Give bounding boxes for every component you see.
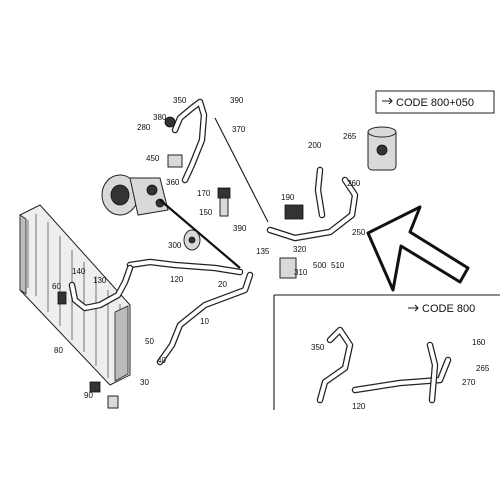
compressor xyxy=(101,174,169,216)
label-135: 135 xyxy=(256,247,270,256)
pipe-10 xyxy=(156,271,254,366)
code-box-main: CODE 800+050 xyxy=(375,90,495,114)
inset-label-160: 160 xyxy=(472,338,486,347)
label-120: 120 xyxy=(170,275,184,284)
code-main-text: CODE 800+050 xyxy=(396,97,474,109)
label-300: 300 xyxy=(168,241,182,250)
label-50: 50 xyxy=(145,337,154,346)
pipe-120 xyxy=(126,258,244,276)
code-arrow-icon xyxy=(382,97,393,105)
inset-label-265: 265 xyxy=(476,364,490,373)
label-170: 170 xyxy=(197,189,211,198)
label-350: 350 xyxy=(173,96,187,105)
sensor-150 xyxy=(217,187,231,217)
label-390b: 390 xyxy=(233,224,247,233)
label-10: 10 xyxy=(200,317,209,326)
label-280: 280 xyxy=(137,123,151,132)
bracket-320 xyxy=(279,257,297,279)
receiver-dryer xyxy=(367,126,397,171)
label-265: 265 xyxy=(343,132,357,141)
big-arrow-icon xyxy=(366,205,470,292)
bolt-60 xyxy=(57,291,67,305)
label-90: 90 xyxy=(84,391,93,400)
label-40: 40 xyxy=(157,356,166,365)
label-130: 130 xyxy=(93,276,107,285)
label-360: 360 xyxy=(166,178,180,187)
inset-label-120: 120 xyxy=(352,402,366,411)
bolt-90 xyxy=(89,381,119,409)
label-390: 390 xyxy=(230,96,244,105)
label-190: 190 xyxy=(281,193,295,202)
label-150: 150 xyxy=(199,208,213,217)
label-30: 30 xyxy=(140,378,149,387)
inset-frame: CODE 800 xyxy=(273,294,500,410)
part-380 xyxy=(164,116,176,128)
code-inset-text: CODE 800 xyxy=(422,303,475,315)
label-80: 80 xyxy=(54,346,63,355)
label-320: 320 xyxy=(293,245,307,254)
pipe-350 xyxy=(171,98,208,184)
inset-pipes xyxy=(316,326,452,404)
part-360 xyxy=(167,154,183,168)
inset-label-350: 350 xyxy=(311,343,325,352)
label-260: 260 xyxy=(347,179,361,188)
pipe-250 xyxy=(266,166,359,242)
pipe-loop-left xyxy=(68,264,134,312)
label-140: 140 xyxy=(72,267,86,276)
inset-label-270: 270 xyxy=(462,378,476,387)
label-250: 250 xyxy=(352,228,366,237)
switch-190 xyxy=(284,204,304,220)
label-380: 380 xyxy=(153,113,167,122)
label-310: 310 xyxy=(294,268,308,277)
label-200: 200 xyxy=(308,141,322,150)
label-370: 370 xyxy=(232,125,246,134)
label-500: 500 xyxy=(313,261,327,270)
leader-line-2 xyxy=(214,117,269,223)
label-450: 450 xyxy=(146,154,160,163)
inset-code-arrow-icon xyxy=(408,304,419,312)
valve-300 xyxy=(183,229,201,251)
label-510: 510 xyxy=(331,261,345,270)
label-60: 60 xyxy=(52,282,61,291)
leader-line xyxy=(159,199,241,269)
label-20: 20 xyxy=(218,280,227,289)
